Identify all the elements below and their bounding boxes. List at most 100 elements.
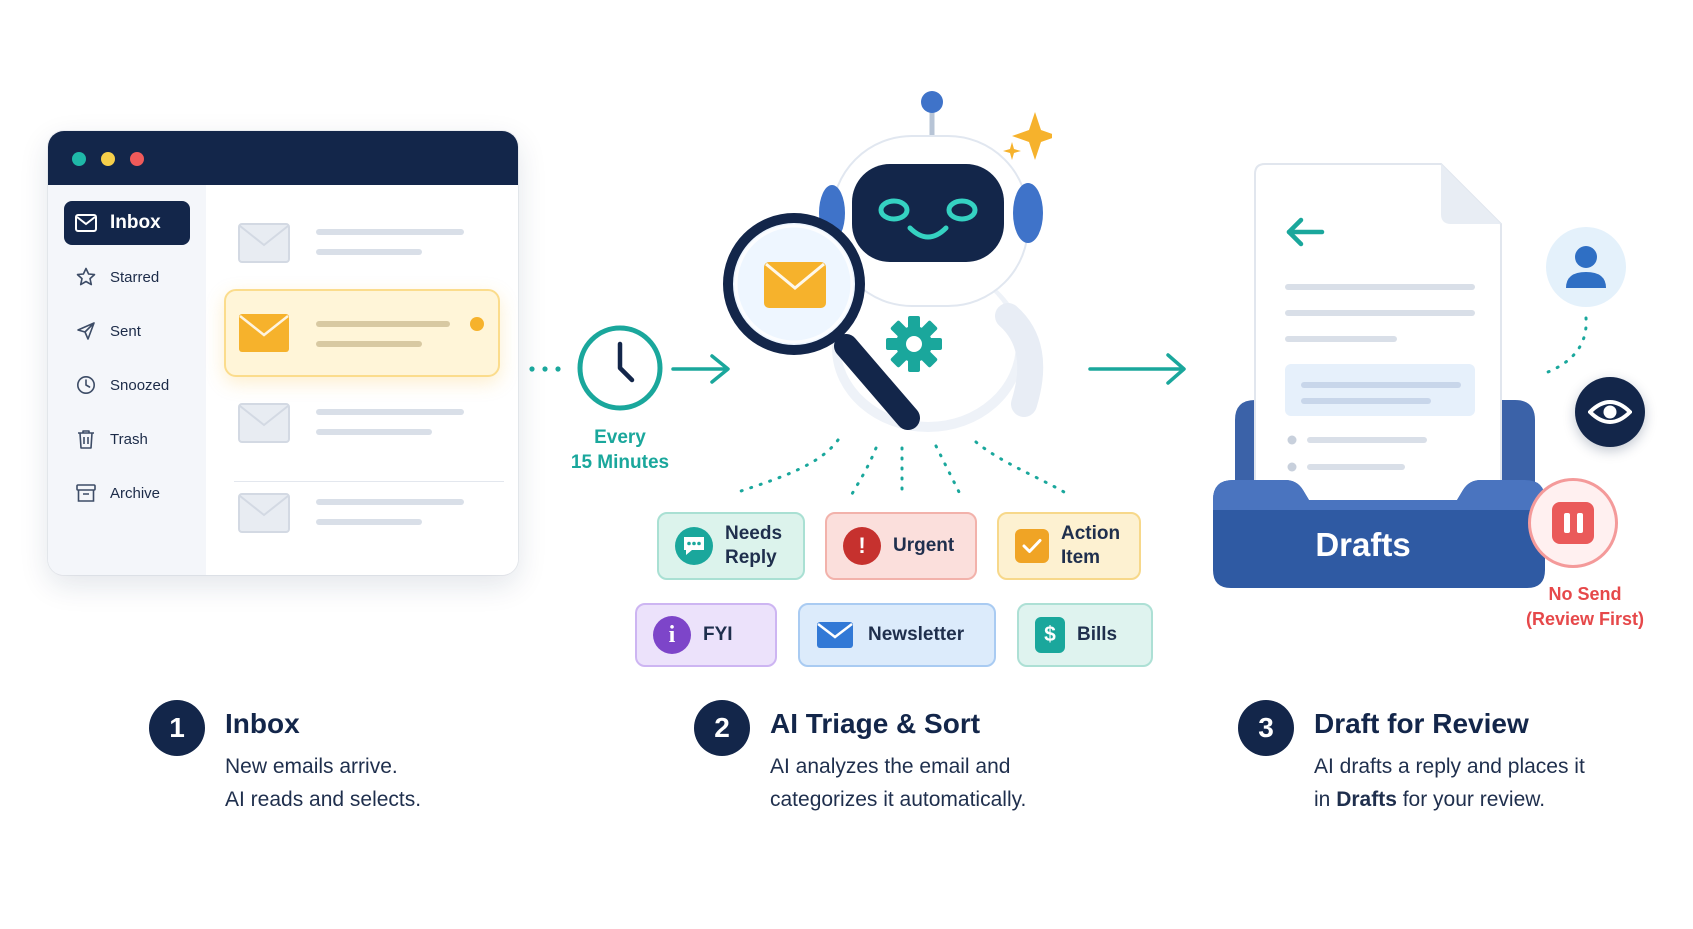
eye-icon (1588, 400, 1632, 424)
step-title: Draft for Review (1314, 708, 1529, 739)
category-label-line: Needs (725, 523, 783, 544)
info-icon: i (653, 616, 691, 654)
step-description: New emails arrive. AI reads and selects. (225, 750, 421, 816)
trash-icon (74, 427, 98, 451)
message-line (316, 429, 432, 435)
sidebar-item-snoozed[interactable]: Snoozed (64, 363, 190, 407)
category-label: Bills (1077, 624, 1118, 645)
category-label: Needs Reply (725, 522, 782, 570)
message-line (316, 341, 422, 347)
category-label: Newsletter (868, 624, 965, 645)
sidebar-item-label: Starred (110, 268, 160, 286)
inbox-message-list (206, 185, 518, 575)
dollar-icon: $ (1035, 617, 1065, 653)
step-number-badge: 2 (694, 700, 750, 756)
envelope-icon (816, 616, 854, 654)
category-fyi[interactable]: i FYI (635, 603, 777, 667)
arrow-right-icon (671, 354, 730, 384)
window-dot-yellow (101, 152, 115, 166)
category-bills[interactable]: $ Bills (1017, 603, 1153, 667)
sidebar-item-archive[interactable]: Archive (64, 471, 190, 515)
envelope-icon (238, 493, 290, 533)
divider (234, 481, 504, 482)
step-description: AI drafts a reply and places it in Draft… (1314, 750, 1585, 816)
sidebar-item-label: Trash (110, 430, 148, 448)
message-line (316, 519, 422, 525)
message-line (316, 229, 464, 235)
review-eye-badge (1575, 377, 1645, 447)
step-number-badge: 1 (149, 700, 205, 756)
step-description-line: AI analyzes the email and (770, 755, 1011, 778)
category-label: Urgent (893, 535, 955, 556)
star-icon (74, 265, 98, 289)
pause-icon (1552, 502, 1594, 544)
chat-bubble-icon (675, 527, 713, 565)
checkbox-icon (1015, 529, 1049, 563)
sidebar-item-trash[interactable]: Trash (64, 417, 190, 461)
step-title: AI Triage & Sort (770, 708, 981, 739)
sidebar-item-inbox[interactable]: Inbox (64, 201, 190, 245)
list-item[interactable] (224, 199, 500, 287)
step-description: AI analyzes the email and categorizes it… (770, 750, 1026, 816)
message-line (316, 409, 464, 415)
category-action-item[interactable]: Action Item (997, 512, 1141, 580)
category-label-line: Item (1061, 547, 1101, 568)
message-line (316, 249, 422, 255)
category-label: Action Item (1061, 522, 1120, 570)
inbox-sidebar: Inbox Starred Sent Snoozed Trash (48, 185, 206, 575)
step-description-line: categorizes it automatically. (770, 788, 1027, 811)
arrow-right-icon (1088, 353, 1186, 385)
sidebar-item-label: Inbox (110, 212, 161, 233)
gear-icon (886, 316, 942, 372)
no-send-label-line: No Send (1548, 584, 1622, 604)
drafts-tray-illustration (1213, 163, 1545, 588)
reply-arrow-icon (1286, 217, 1325, 247)
no-send-label: No Send (Review First) (1500, 582, 1670, 632)
list-item[interactable] (224, 469, 500, 557)
category-label-line: Action (1061, 523, 1121, 544)
list-item[interactable] (224, 379, 500, 467)
user-icon (1566, 246, 1606, 288)
step-description-text: for your review. (1396, 788, 1546, 811)
sidebar-item-label: Archive (110, 484, 161, 502)
no-send-badge (1528, 478, 1618, 568)
clock-icon (74, 373, 98, 397)
schedule-label-line: 15 Minutes (570, 452, 670, 473)
sparkle-icon (1003, 112, 1052, 160)
category-label: FYI (703, 624, 733, 645)
dotted-connector (529, 366, 561, 372)
alert-icon: ! (843, 527, 881, 565)
step-title: Inbox (225, 708, 300, 739)
draft-document-icon (1254, 163, 1502, 521)
category-label-line: Reply (725, 547, 777, 568)
dotted-fan (736, 438, 1066, 496)
category-newsletter[interactable]: Newsletter (798, 603, 996, 667)
drafts-label: Drafts (1315, 526, 1411, 563)
category-urgent[interactable]: ! Urgent (825, 512, 977, 580)
step-number-badge: 3 (1238, 700, 1294, 756)
step-description-line: AI reads and selects. (225, 788, 422, 811)
envelope-icon (238, 223, 290, 263)
message-line (316, 499, 464, 505)
inbox-window: Inbox Starred Sent Snoozed Trash (48, 131, 518, 575)
step-description-line: New emails arrive. (225, 755, 398, 778)
step-description-line: AI drafts a reply and places it (1314, 755, 1585, 778)
unread-dot (470, 317, 484, 331)
schedule-label: Every 15 Minutes (548, 425, 692, 475)
step-description-text: in (1314, 788, 1337, 811)
clock-icon (577, 325, 663, 411)
archive-icon (74, 481, 98, 505)
sidebar-item-label: Snoozed (110, 376, 170, 394)
list-item-highlighted[interactable] (224, 289, 500, 377)
window-dot-red (130, 152, 144, 166)
category-needs-reply[interactable]: Needs Reply (657, 512, 805, 580)
sidebar-item-starred[interactable]: Starred (64, 255, 190, 299)
message-line (316, 321, 450, 327)
sidebar-item-sent[interactable]: Sent (64, 309, 190, 353)
mail-icon (74, 211, 98, 235)
step-description-line: in Drafts for your review. (1314, 783, 1585, 816)
sidebar-item-label: Sent (110, 322, 141, 340)
envelope-icon (238, 403, 290, 443)
ai-robot-illustration (723, 91, 1052, 432)
